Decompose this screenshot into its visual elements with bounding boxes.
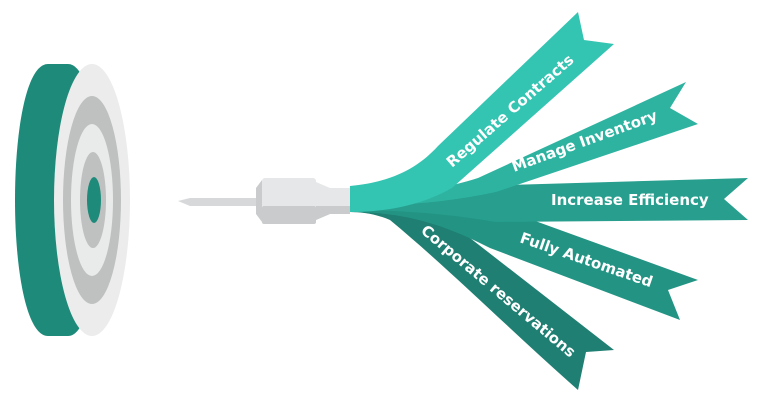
ribbon-label-increase-efficiency: Increase Efficiency <box>551 191 709 209</box>
dart-barrel-shadow <box>262 206 316 224</box>
ribbon-corporate-reservations <box>350 196 614 390</box>
dart-barrel-tip <box>256 180 262 222</box>
ribbon-regulate-contracts <box>350 12 614 212</box>
ribbon-increase-efficiency <box>350 178 748 222</box>
ribbon-fully-automated <box>350 196 698 320</box>
dart-shaft-shadow <box>316 206 350 220</box>
target-bullseye <box>87 177 101 223</box>
ribbons: Regulate Contracts Manage Inventory Incr… <box>350 12 748 390</box>
ribbon-manage-inventory <box>350 82 698 206</box>
target-icon <box>15 64 130 336</box>
dart-icon <box>178 178 350 224</box>
dart-needle <box>178 198 256 206</box>
